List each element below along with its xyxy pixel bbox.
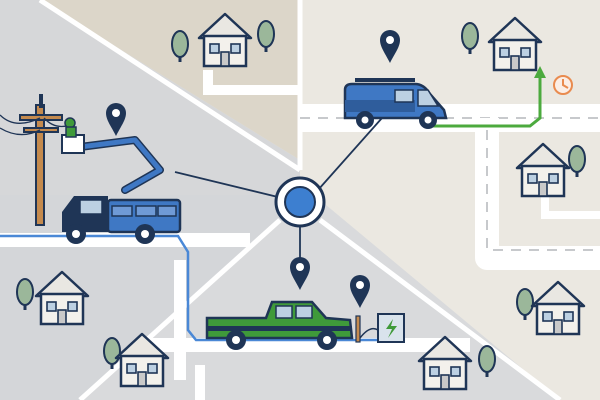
utility-pole [19, 94, 63, 226]
road-network [0, 70, 600, 400]
hub-connectors [174, 117, 383, 262]
pickup-truck [205, 300, 354, 350]
bucket-truck [61, 117, 182, 244]
service-van [343, 78, 448, 129]
central-dispatch-hub [274, 176, 326, 228]
clock-icon [553, 75, 573, 95]
route-green-arrow-icon [534, 66, 546, 78]
route-green [430, 75, 542, 128]
ev-charger-icon [355, 313, 405, 343]
